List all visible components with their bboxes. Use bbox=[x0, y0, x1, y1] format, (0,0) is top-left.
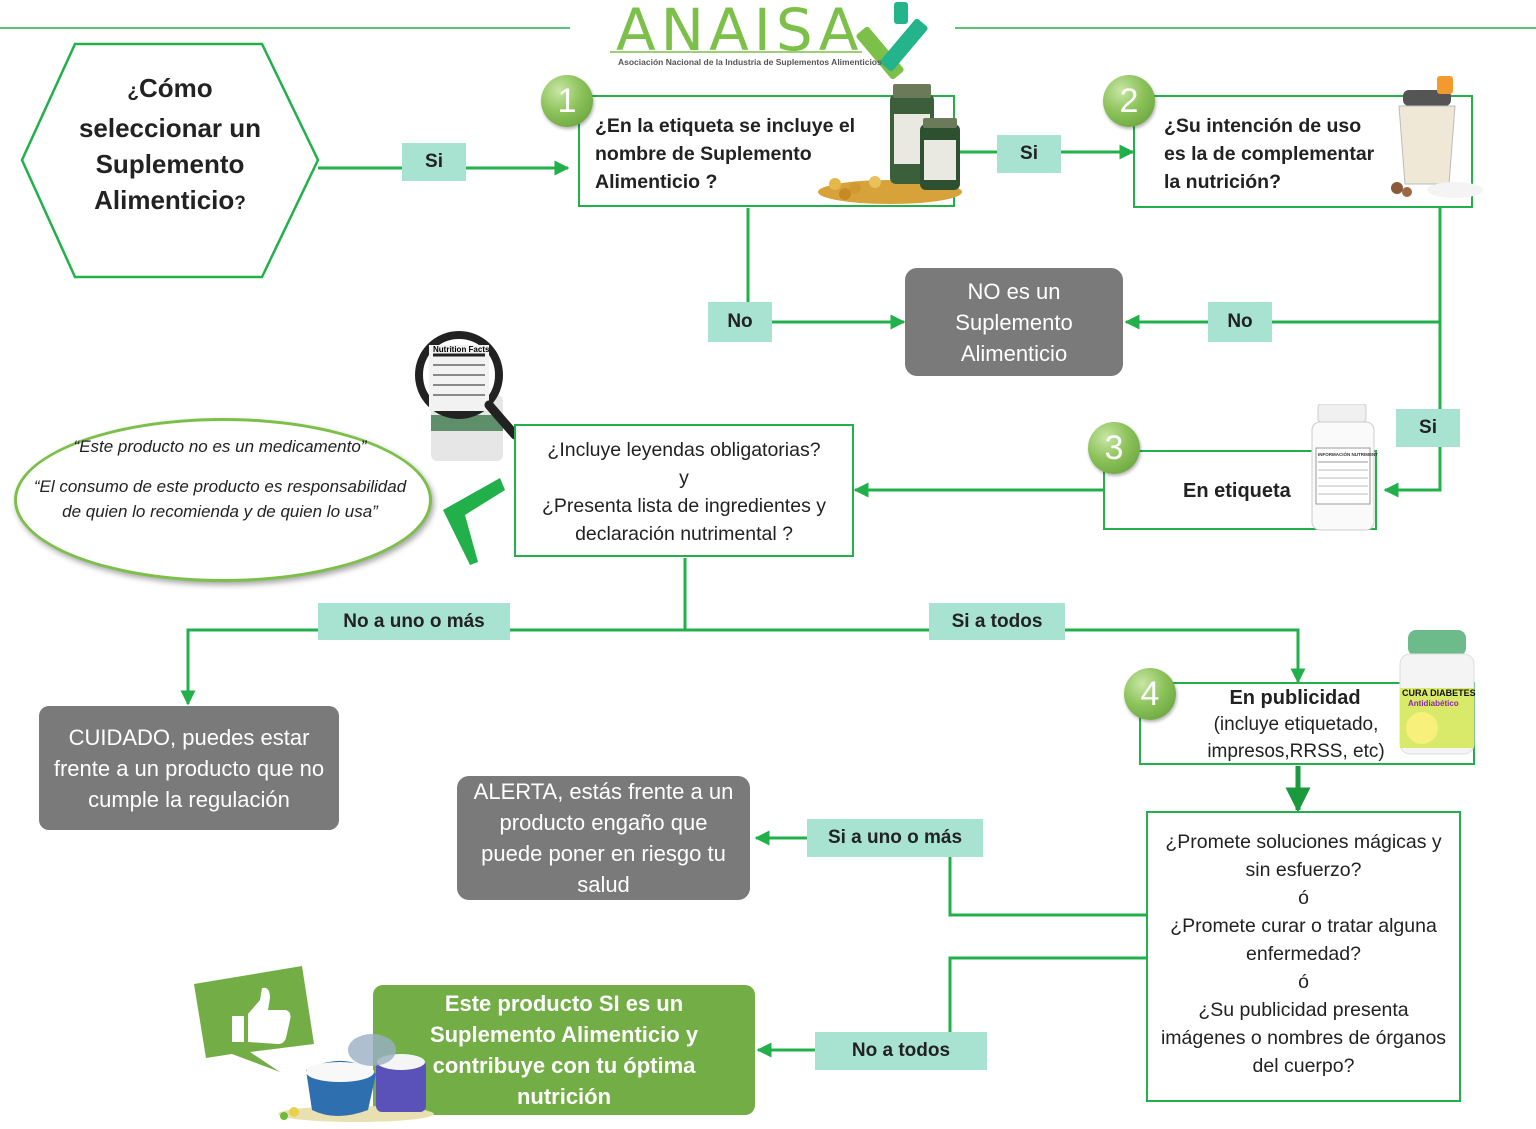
logo-x-icon bbox=[856, 2, 928, 80]
mandatory-legends-bubble bbox=[14, 418, 432, 582]
tag-no-step2: No bbox=[1208, 302, 1272, 342]
arrow-no-uno bbox=[180, 628, 685, 706]
step2-number: 2 bbox=[1103, 75, 1155, 127]
bottle-label-text: INFORMACIÓN NUTRIMENTAL bbox=[1318, 450, 1378, 457]
quote-not-medicine: “Este producto no es un medicamento” bbox=[73, 437, 367, 456]
tag-si-step2: Si bbox=[1396, 409, 1460, 447]
brand-subtitle: Asociación Nacional de la Industria de S… bbox=[618, 57, 882, 67]
step4-detail: (incluye etiquetado, impresos,RRSS, etc) bbox=[1207, 714, 1385, 762]
product-sub-text: Antidiabético bbox=[1408, 699, 1459, 708]
title-hexagon bbox=[20, 42, 320, 279]
arrow-si-todos bbox=[685, 628, 1306, 684]
product-brand-text: CURA DIABETES bbox=[1402, 688, 1476, 698]
tag-si-a-uno-o-mas: Si a uno o más bbox=[807, 819, 983, 857]
step3-label: En etiqueta bbox=[1183, 480, 1291, 502]
publicity-check-box bbox=[1146, 811, 1461, 1102]
tag-si-a-todos: Si a todos bbox=[929, 603, 1065, 640]
publicity-check-text: ¿Promete soluciones mágicas y sin esfuer… bbox=[1160, 831, 1447, 1077]
tag-no-a-todos: No a todos bbox=[815, 1032, 987, 1070]
tag-no-step1: No bbox=[708, 302, 772, 342]
result-alert: ALERTA, estás frente a un producto engañ… bbox=[457, 776, 750, 900]
tag-si-step1: Si bbox=[997, 135, 1061, 173]
brand-logo: ANAISA bbox=[616, 0, 864, 64]
arrow-step2-si bbox=[1383, 322, 1442, 498]
thumbs-up-icon bbox=[190, 964, 325, 1074]
result-not-supplement: NO es un Suplemento Alimenticio bbox=[905, 268, 1123, 376]
result-warning: CUIDADO, puedes estar frente a un produc… bbox=[39, 706, 339, 830]
cura-diabetes-product-image: CURA DIABETES Antidiabético bbox=[1398, 628, 1478, 758]
arrow-step2-no bbox=[1124, 208, 1442, 330]
supplement-bottle-label-image: INFORMACIÓN NUTRIMENTAL bbox=[1308, 403, 1384, 532]
powder-scoop-image bbox=[276, 1030, 436, 1122]
nutrition-facts-text: Nutrition Facts bbox=[433, 345, 490, 354]
nutrition-magnifier-image: Nutrition Facts bbox=[415, 325, 520, 465]
tag-si-title: Si bbox=[402, 143, 466, 181]
step3-number: 3 bbox=[1088, 422, 1140, 474]
step1-number: 1 bbox=[541, 75, 593, 127]
step4-label: En publicidad bbox=[1229, 687, 1361, 709]
labels-check-box bbox=[514, 424, 854, 557]
check-mark-decoration bbox=[443, 478, 505, 565]
protein-shaker-image bbox=[1385, 72, 1485, 202]
labels-check-text: ¿Incluye leyendas obligatorias? y ¿Prese… bbox=[542, 439, 826, 545]
quote-responsibility: “El consumo de este producto es responsa… bbox=[33, 477, 407, 521]
step1-question: ¿En la etiqueta se incluye el nombre de … bbox=[595, 115, 856, 193]
supplement-bottles-image bbox=[815, 84, 965, 204]
step2-question: ¿Su intención de uso es la de complement… bbox=[1164, 115, 1375, 193]
tag-no-uno-o-mas: No a uno o más bbox=[318, 603, 510, 640]
flowchart-title: ¿Cómo seleccionar un Suplemento Alimenti… bbox=[78, 73, 262, 215]
step4-number: 4 bbox=[1124, 668, 1176, 720]
result-success: Este producto SI es un Suplemento Alimen… bbox=[373, 985, 755, 1115]
